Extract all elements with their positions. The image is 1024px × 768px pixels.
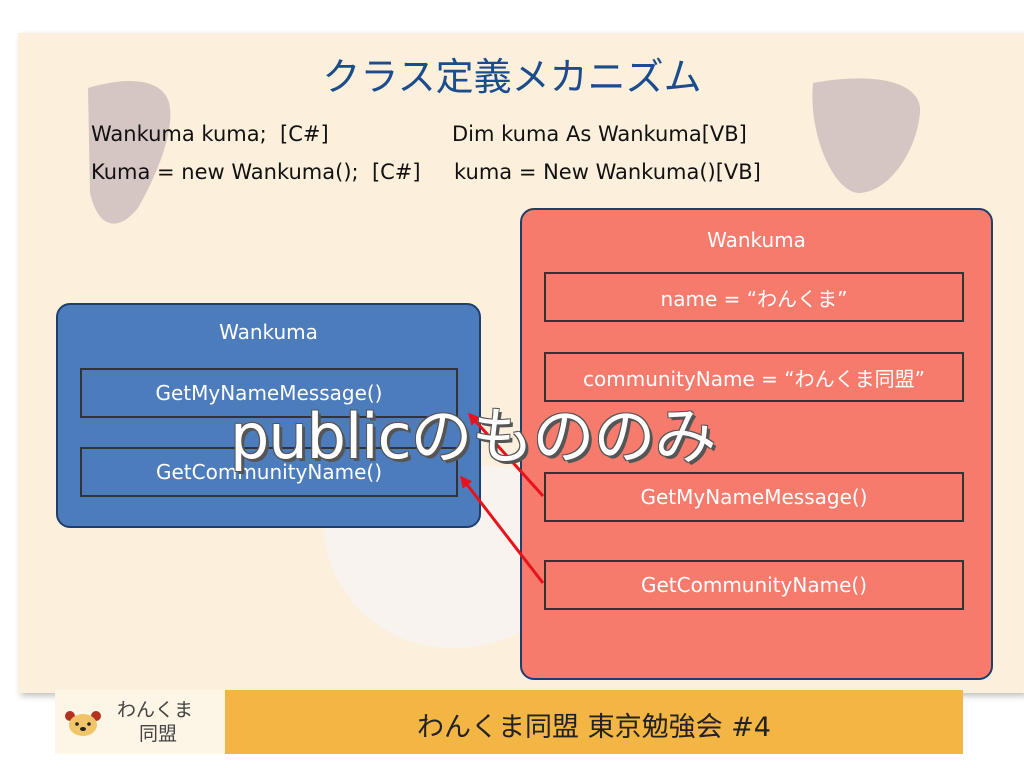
interface-member-get-my-name-message: GetMyNameMessage() — [80, 368, 458, 418]
interface-box-title: Wankuma — [219, 320, 318, 344]
class-member-community-name: communityName = “わんくま同盟” — [544, 352, 964, 402]
code-line-cs-2: Kuma = new Wankuma(); [C#] — [91, 160, 421, 184]
logo-text-line2: 同盟 — [139, 723, 178, 745]
bear-icon — [65, 711, 101, 736]
code-line-vb-1: Dim kuma As Wankuma[VB] — [452, 122, 747, 146]
arrow-get-my-name-message — [467, 412, 545, 498]
public-only-overlay: publicのもののみ — [230, 400, 717, 473]
class-member-name: name = “わんくま” — [544, 272, 964, 322]
footer-logo: わんくま 同盟 — [55, 690, 225, 754]
interface-box: Wankuma GetMyNameMessage() GetCommunityN… — [56, 303, 481, 528]
slide-title: クラス定義メカニズム — [322, 55, 702, 99]
footer-event-title: わんくま同盟 東京勉強会 #4 — [417, 712, 771, 743]
arrow-get-community-name — [460, 475, 545, 584]
class-member-get-community-name: GetCommunityName() — [544, 560, 964, 610]
class-box-title: Wankuma — [707, 228, 806, 252]
class-member-get-my-name-message: GetMyNameMessage() — [544, 472, 964, 522]
class-box: Wankuma name = “わんくま” communityName = “わ… — [520, 208, 993, 680]
logo-text-line1: わんくま — [117, 699, 194, 721]
code-line-vb-2: kuma = New Wankuma()[VB] — [454, 160, 761, 184]
code-line-cs-1: Wankuma kuma; [C#] — [91, 122, 329, 146]
interface-member-get-community-name: GetCommunityName() — [80, 447, 458, 497]
